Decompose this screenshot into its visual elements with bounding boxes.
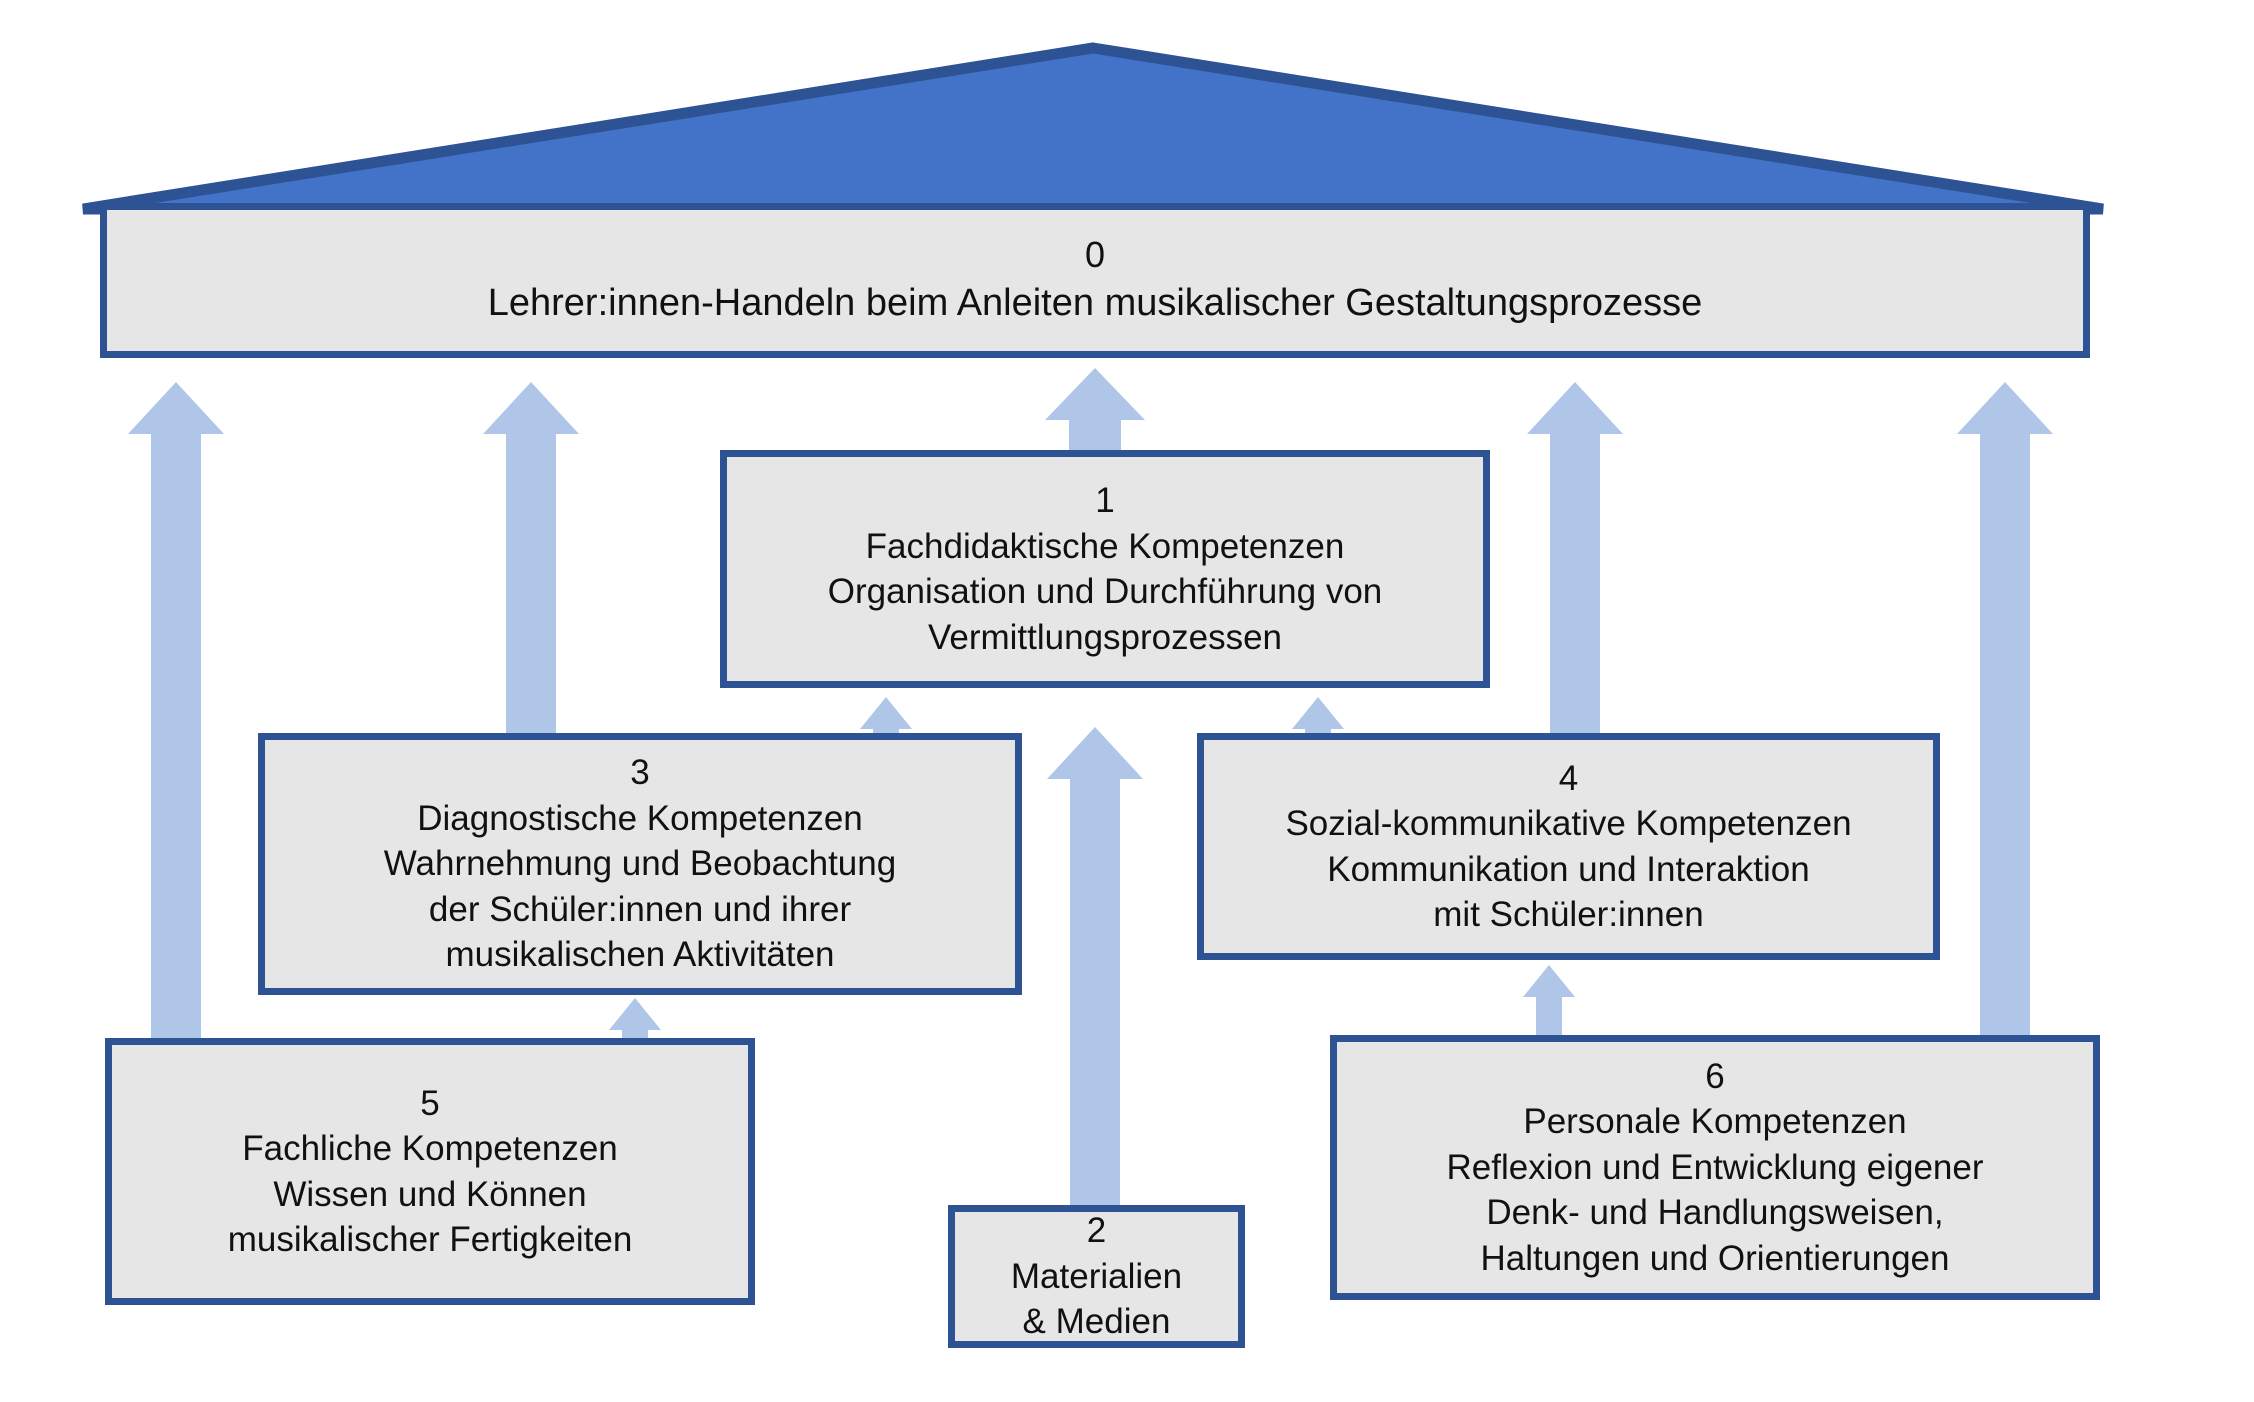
node-6-personale-kompetenzen[interactable]: 6 Personale Kompetenzen Reflexion und En…: [1330, 1035, 2100, 1300]
node-5-text: Fachliche Kompetenzen Wissen und Können …: [227, 1129, 633, 1259]
node-4-number: 4: [1558, 758, 1579, 798]
node-0-number: 0: [1084, 234, 1106, 276]
arrow-2-to-1-center: [1047, 727, 1143, 1205]
node-4-text: Sozial-kommunikative Kompetenzen Kommuni…: [1285, 804, 1852, 934]
roof-gable-icon: [82, 42, 2104, 215]
arrow-6-to-0-far-right: [1957, 382, 2053, 1035]
node-4-sozial-kommunikative-kompetenzen[interactable]: 4 Sozial-kommunikative Kompetenzen Kommu…: [1197, 733, 1940, 960]
node-2-number: 2: [1086, 1211, 1107, 1251]
node-5-number: 5: [420, 1083, 440, 1123]
arrow-5-to-0-far-left: [128, 382, 224, 1038]
node-0-text: Lehrer:innen-Handeln beim Anleiten musik…: [487, 282, 1703, 325]
node-3-diagnostische-kompetenzen[interactable]: 3 Diagnostische Kompetenzen Wahrnehmung …: [258, 733, 1022, 995]
node-0-lehrer-innen-handeln[interactable]: 0 Lehrer:innen-Handeln beim Anleiten mus…: [100, 203, 2090, 358]
node-3-text: Diagnostische Kompetenzen Wahrnehmung un…: [383, 798, 897, 975]
arrow-6-to-4: [1523, 965, 1575, 1048]
arrow-5-to-3: [609, 998, 661, 1050]
node-1-fachdidaktische-kompetenzen[interactable]: 1 Fachdidaktische Kompetenzen Organisati…: [720, 450, 1490, 688]
node-2-materialien-medien[interactable]: 2 Materialien & Medien: [948, 1205, 1245, 1348]
node-6-text: Personale Kompetenzen Reflexion und Entw…: [1446, 1102, 1984, 1278]
node-1-text: Fachdidaktische Kompetenzen Organisation…: [827, 526, 1383, 657]
arrow-1-to-0-center: [1045, 368, 1145, 450]
node-3-number: 3: [630, 753, 650, 793]
node-2-text: Materialien & Medien: [1010, 1256, 1183, 1342]
node-6-number: 6: [1705, 1056, 1725, 1096]
arrow-4-to-0-right: [1527, 382, 1623, 733]
node-5-fachliche-kompetenzen[interactable]: 5 Fachliche Kompetenzen Wissen und Könne…: [105, 1038, 755, 1305]
node-1-number: 1: [1095, 481, 1115, 520]
arrow-3-to-0-left: [483, 382, 579, 733]
